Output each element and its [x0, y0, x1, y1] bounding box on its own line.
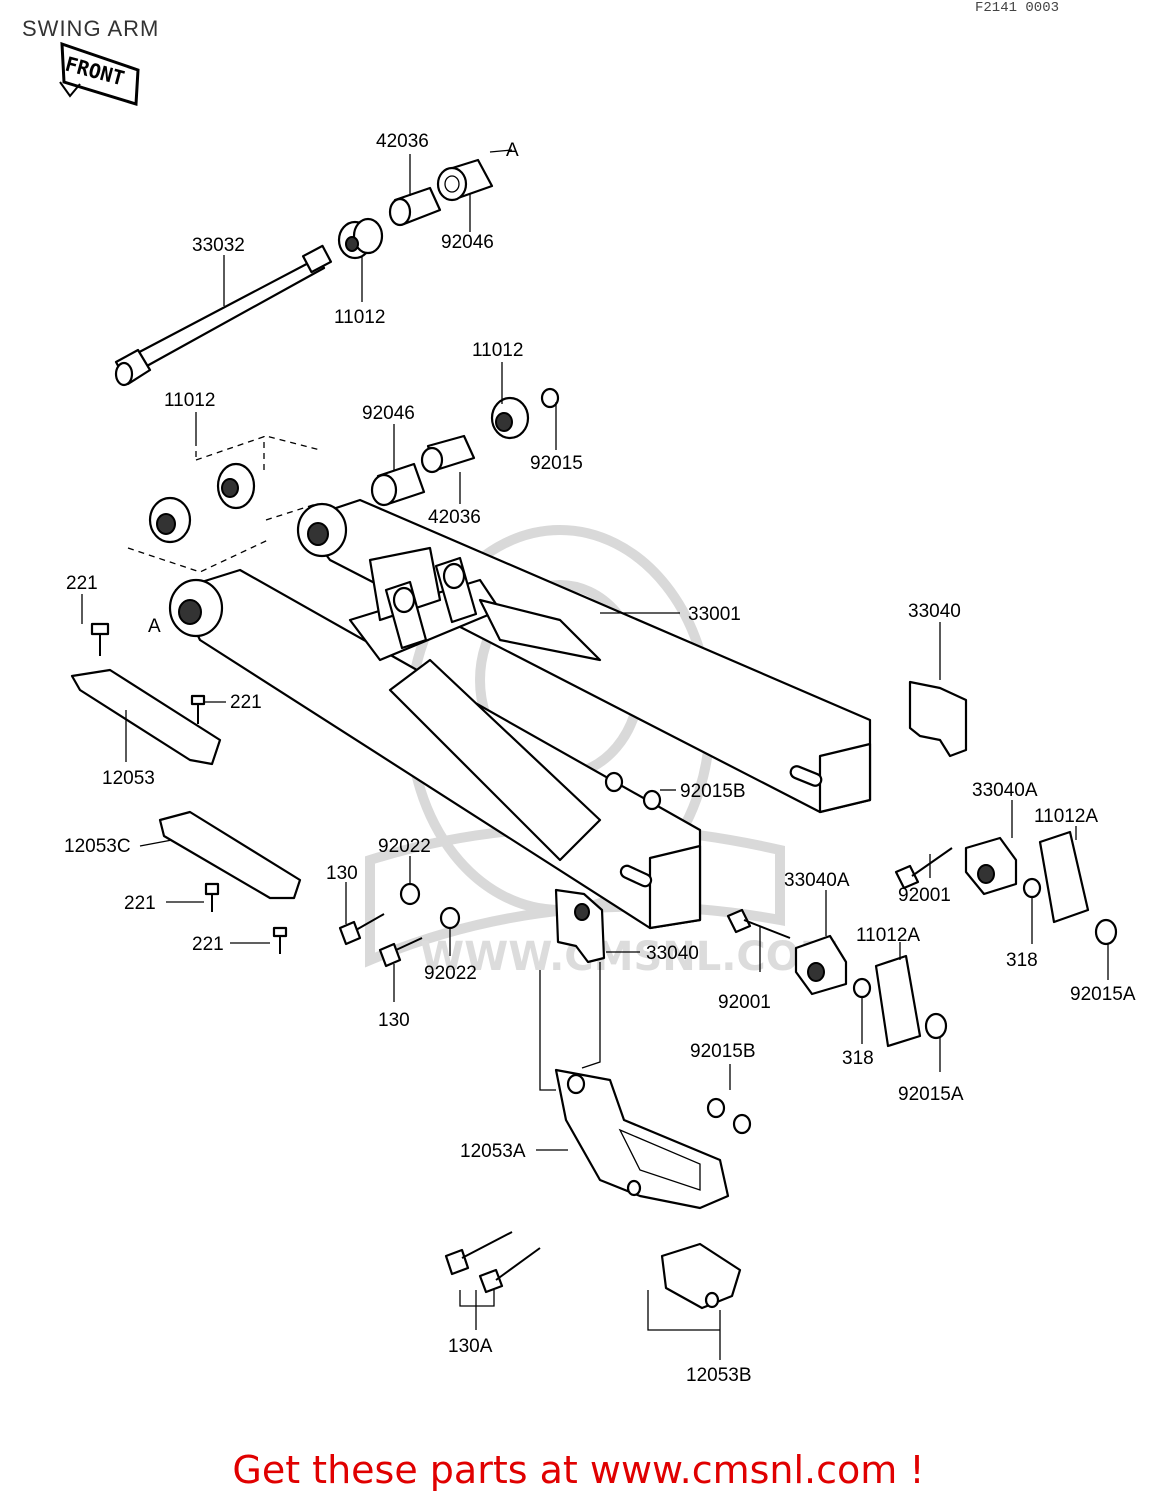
label-33040-mid: 33040 [646, 943, 699, 964]
label-33032: 33032 [192, 235, 245, 256]
brackets-33040 [554, 680, 968, 964]
label-92022-a: 92022 [378, 836, 431, 857]
top-bushings [337, 158, 494, 260]
guide-lines [127, 435, 321, 573]
label-92015a-b: 92015A [898, 1084, 964, 1105]
label-221-c: 221 [124, 893, 156, 914]
adjuster-hardware [604, 771, 1118, 1048]
chain-guide-12053a [554, 1068, 752, 1210]
label-130-b: 130 [378, 1010, 410, 1031]
footer-link-text[interactable]: Get these parts at www.cmsnl.com ! [232, 1448, 925, 1492]
label-12053: 12053 [102, 768, 155, 789]
label-221-d: 221 [192, 934, 224, 955]
label-33040a-mid: 33040A [784, 870, 850, 891]
label-11012-left: 11012 [164, 390, 215, 411]
label-42036-top: 42036 [376, 131, 429, 152]
label-92046-top: 92046 [441, 232, 494, 253]
label-33001: 33001 [688, 604, 741, 625]
label-42036-mid: 42036 [428, 507, 481, 528]
chain-guide-12053c [158, 810, 302, 954]
chain-slider-upper [70, 622, 222, 766]
label-130-a: 130 [326, 863, 358, 884]
label-11012-top: 11012 [334, 307, 385, 328]
pivot-shaft [114, 244, 333, 387]
label-92015: 92015 [530, 453, 583, 474]
bolts-130 [338, 882, 461, 968]
label-92022-b: 92022 [424, 963, 477, 984]
label-92015b-b: 92015B [690, 1041, 756, 1062]
diagram-code: F2141 0003 [975, 0, 1060, 16]
leader-lines [81, 149, 1109, 1360]
front-arrow-badge: FRONT [59, 41, 140, 106]
watermark-text: WWW.CMSNL.COM [420, 934, 840, 980]
label-221-b: 221 [230, 692, 262, 713]
label-130a: 130A [448, 1336, 493, 1357]
label-92015b-a: 92015B [680, 781, 746, 802]
label-221-a: 221 [66, 573, 98, 594]
label-92015a-a: 92015A [1070, 984, 1136, 1005]
part-labels: 42036 A 92046 33032 11012 11012 11012 92… [64, 131, 1136, 1386]
label-12053b: 12053B [686, 1365, 752, 1386]
label-11012a-right: 11012A [1034, 806, 1098, 827]
bolts-130a-and-12053b [444, 1231, 742, 1310]
label-11012-mid: 11012 [472, 340, 523, 361]
diagram-title: SWING ARM [22, 16, 160, 41]
label-92046-mid: 92046 [362, 403, 415, 424]
label-ref-a-left: A [148, 616, 161, 637]
label-92001-b: 92001 [718, 992, 771, 1013]
label-318-b: 318 [842, 1048, 874, 1069]
middle-bushings [148, 387, 560, 544]
label-33040a-right: 33040A [972, 780, 1038, 801]
label-12053a: 12053A [460, 1141, 526, 1162]
label-12053c: 12053C [64, 836, 131, 857]
label-ref-a-top: A [506, 140, 519, 161]
label-92001-a: 92001 [898, 885, 951, 906]
swing-arm-body [168, 498, 872, 930]
label-318-a: 318 [1006, 950, 1038, 971]
label-33040-right: 33040 [908, 601, 961, 622]
label-11012a-mid: 11012A [856, 925, 920, 946]
